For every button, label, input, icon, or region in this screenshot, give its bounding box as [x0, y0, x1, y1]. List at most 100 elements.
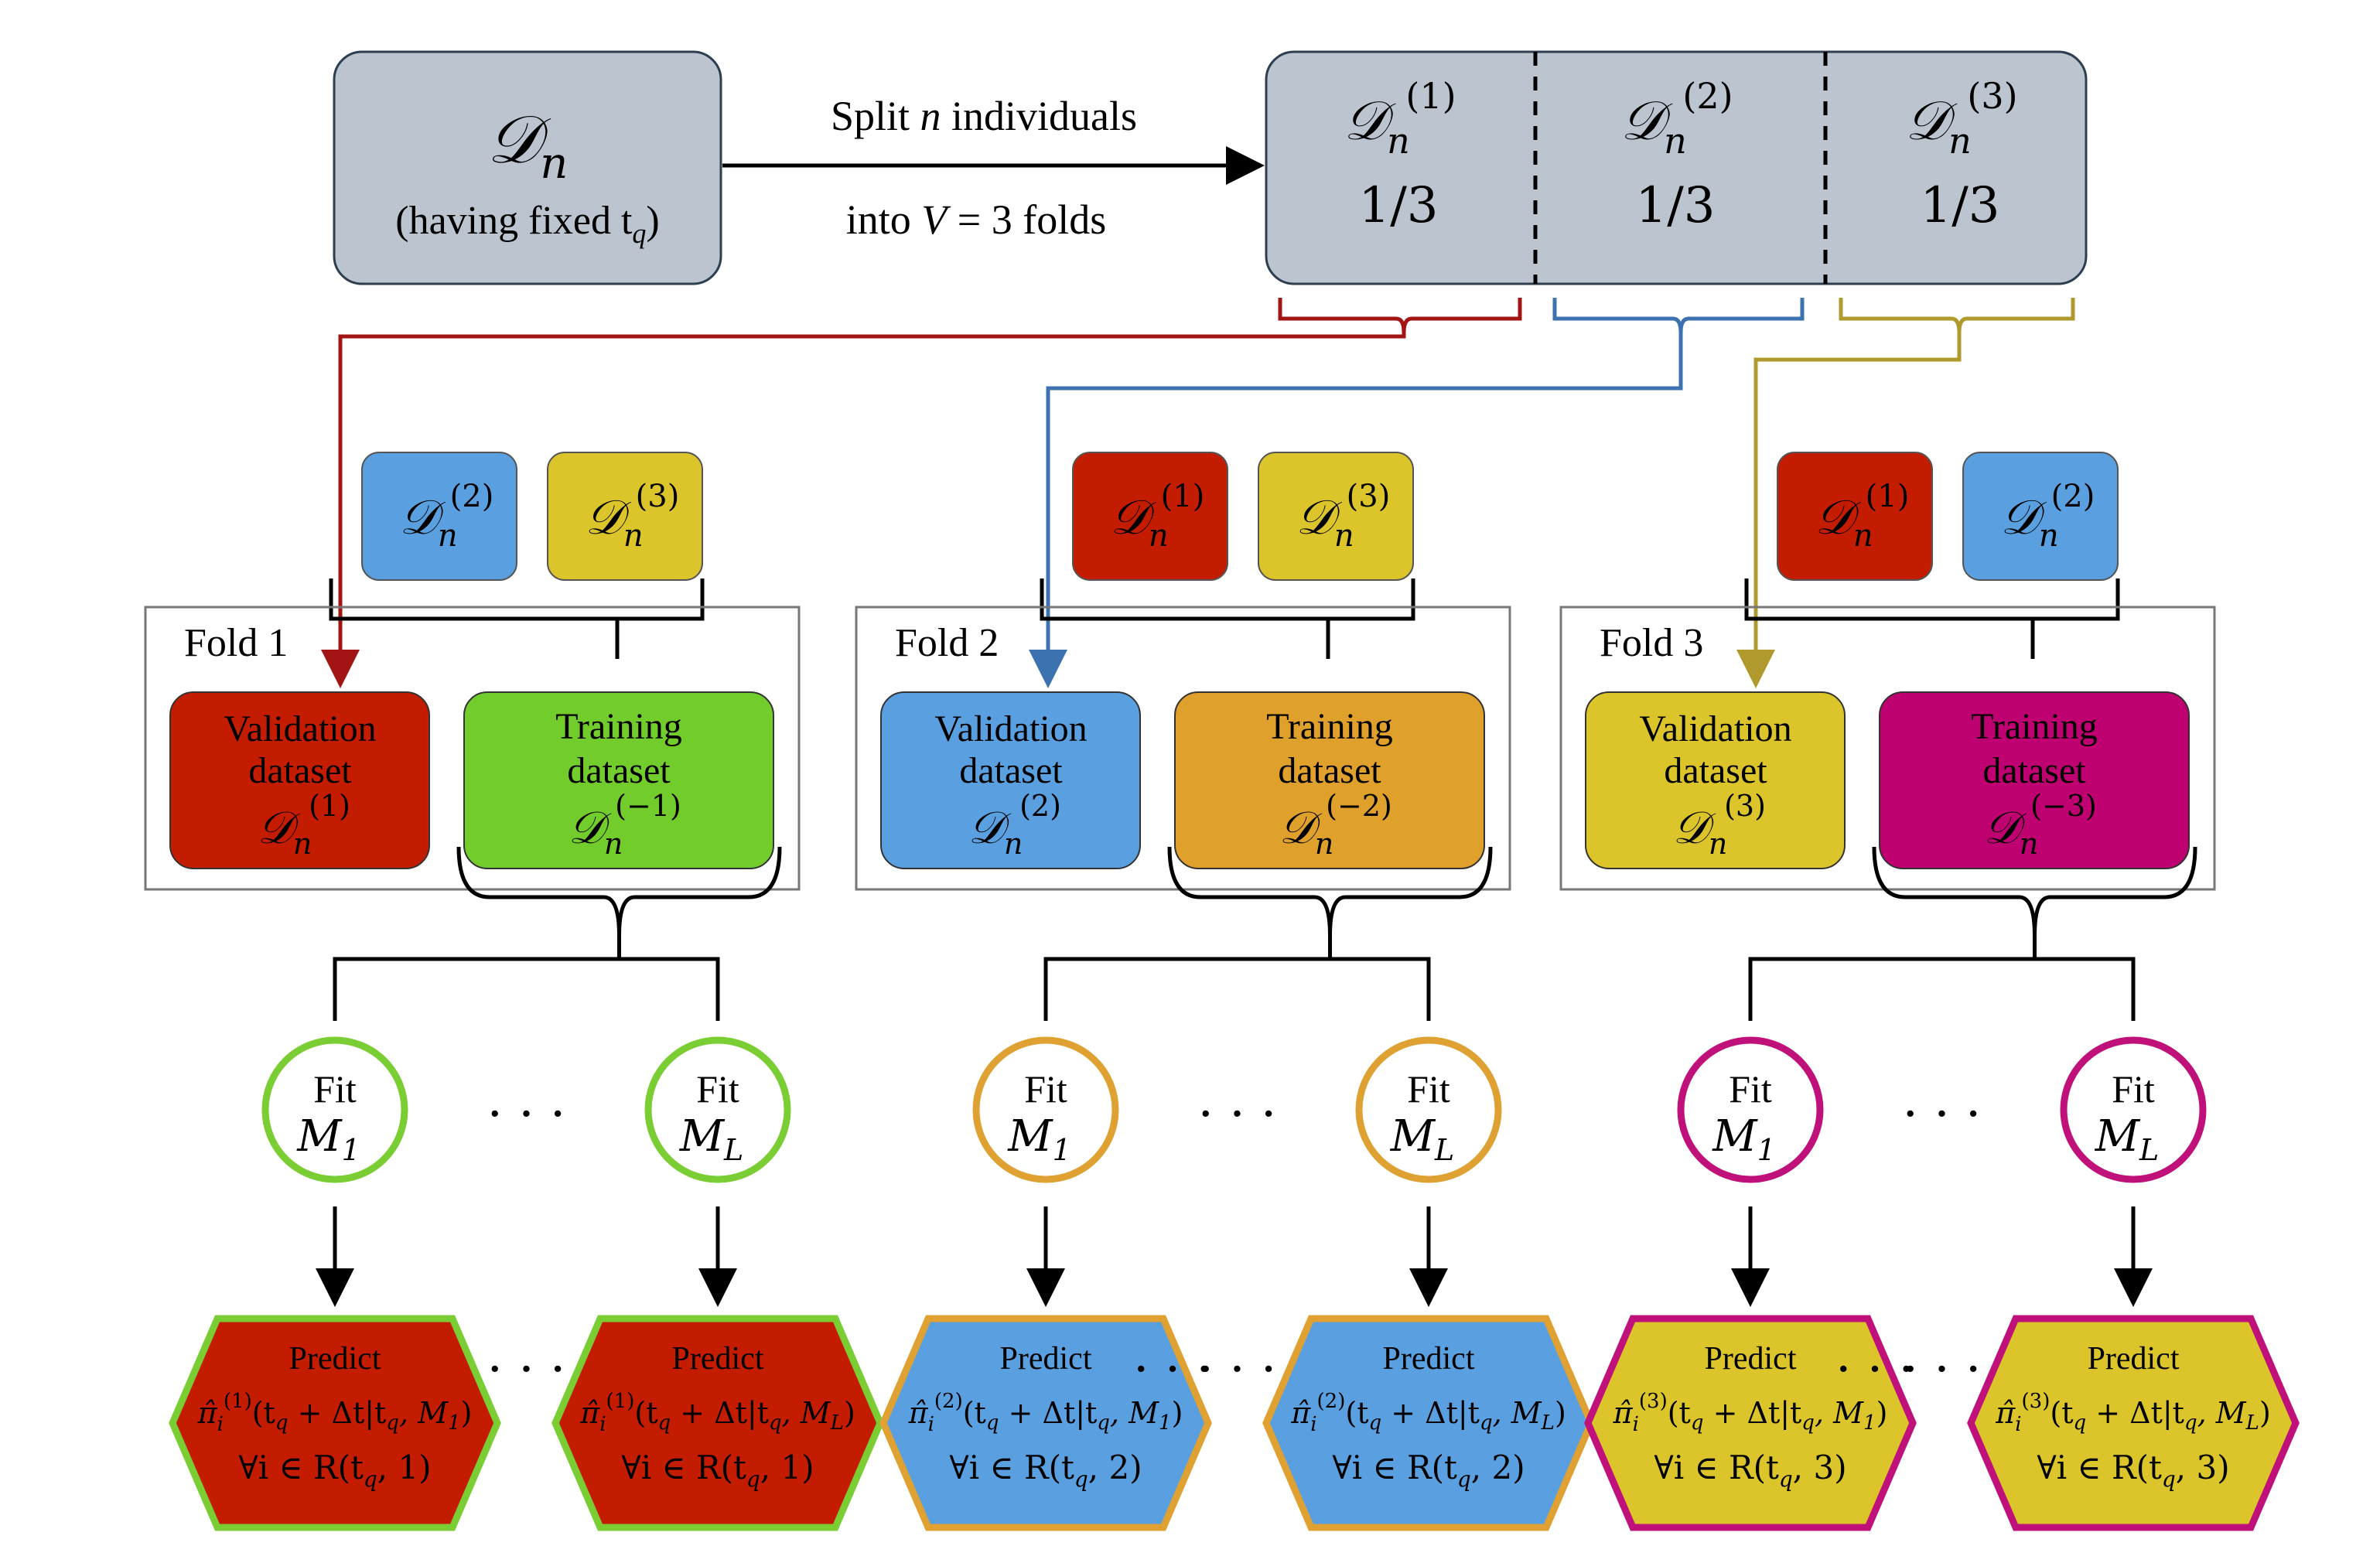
- svg-text:dataset: dataset: [959, 750, 1063, 791]
- svg-text:∀i ∈ R(tq, 2): ∀i ∈ R(tq, 2): [1332, 1449, 1525, 1492]
- svg-text:Training: Training: [1971, 706, 2098, 747]
- svg-text:dataset: dataset: [1664, 750, 1767, 791]
- source-caption-end: ): [646, 199, 659, 243]
- partition-3: 𝒟n (3) 1/3: [1905, 75, 2017, 234]
- svg-text:Fit: Fit: [1729, 1067, 1772, 1111]
- svg-text:dataset: dataset: [248, 750, 352, 791]
- svg-text:(1): (1): [1405, 75, 1456, 117]
- svg-text:M1: M1: [1007, 1111, 1071, 1167]
- fold-2-predict-ellipsis: · · ·: [1198, 1341, 1277, 1398]
- svg-text:Training: Training: [555, 706, 682, 747]
- svg-text:M1: M1: [296, 1111, 360, 1167]
- partition-1-brace: [1278, 298, 1522, 333]
- svg-text:Predict: Predict: [1000, 1341, 1092, 1377]
- svg-text:∀i ∈ R(tq, 1): ∀i ∈ R(tq, 1): [238, 1449, 431, 1492]
- fold-1-predict-right-hexagon: Predict π̂i(1)(tq + Δt|tq, ML) ∀i ∈ R(tq, …: [551, 1315, 884, 1531]
- fold-3-predict-right-hexagon: Predict π̂i(3)(tq + Δt|tq, ML) ∀i ∈ R(tq, …: [1967, 1315, 2300, 1531]
- svg-text:(−2): (−2): [1326, 789, 1392, 823]
- svg-text:∀i ∈ R(tq, 1): ∀i ∈ R(tq, 1): [621, 1449, 814, 1492]
- svg-text:(3): (3): [1347, 479, 1391, 514]
- fold-2-predict-left-hexagon: Predict π̂i(2)(tq + Δt|tq, M1) ∀i ∈ R(tq, …: [879, 1315, 1212, 1531]
- svg-text:dataset: dataset: [1982, 750, 2086, 791]
- svg-text:π̂i(1)(tq + Δt|tq, ML): π̂i(1)(tq + Δt|tq, ML): [579, 1390, 855, 1436]
- svg-text:Predict: Predict: [1705, 1341, 1797, 1377]
- svg-text:π̂i(3)(tq + Δt|tq, M1): π̂i(3)(tq + Δt|tq, M1): [1613, 1390, 1888, 1436]
- svg-text:dataset: dataset: [1278, 750, 1381, 791]
- svg-text:∀i ∈ R(tq, 3): ∀i ∈ R(tq, 3): [2037, 1449, 2229, 1492]
- svg-text:dataset: dataset: [567, 750, 671, 791]
- svg-text:1/3: 1/3: [1636, 177, 1716, 234]
- svg-text:Predict: Predict: [1383, 1341, 1475, 1377]
- fold-1-train-part-2: 𝒟n(3): [547, 452, 703, 581]
- svg-text:Fit: Fit: [1024, 1067, 1067, 1111]
- partition-2-brace: [1552, 298, 1805, 333]
- svg-text:π̂i(2)(tq + Δt|tq, ML): π̂i(2)(tq + Δt|tq, ML): [1290, 1390, 1566, 1436]
- fold-1-fit-ellipsis: · · ·: [487, 1086, 566, 1143]
- svg-text:π̂i(3)(tq + Δt|tq, ML): π̂i(3)(tq + Δt|tq, ML): [1995, 1390, 2271, 1436]
- fold-3-predict-ellipsis: · · ·: [1903, 1341, 1982, 1398]
- fold-3-fit-connector: [1748, 936, 2136, 1021]
- svg-text:(2): (2): [2051, 479, 2095, 514]
- fold-1: 𝒟n(2)𝒟n(3)Fold 1Validationdataset𝒟n(1)Tr…: [144, 452, 884, 1531]
- between-fold-ellipsis-right: · · ·: [1835, 1341, 1914, 1398]
- svg-text:𝒟n: 𝒟n: [1984, 801, 2039, 861]
- source-caption: (having fixed t: [395, 199, 633, 243]
- route-arrow-fold-3: [1736, 333, 1962, 688]
- route-arrow-fold-1: [321, 333, 1406, 688]
- svg-text:(−3): (−3): [2030, 789, 2097, 823]
- svg-text:ML: ML: [1390, 1111, 1455, 1167]
- svg-text:Predict: Predict: [672, 1341, 764, 1377]
- fold-3-train-part-2: 𝒟n(2): [1962, 452, 2119, 581]
- svg-text:Predict: Predict: [2088, 1341, 2180, 1377]
- fold-2-label: Fold 2: [895, 621, 999, 665]
- fold-2-fit-connector: [1043, 936, 1431, 1021]
- fold-3-predict-left-hexagon: Predict π̂i(3)(tq + Δt|tq, M1) ∀i ∈ R(tq, …: [1584, 1315, 1917, 1531]
- fold-3-label: Fold 3: [1600, 621, 1703, 665]
- svg-text:(2): (2): [1019, 789, 1061, 823]
- partition-3-brace: [1839, 298, 2075, 333]
- svg-text:(1): (1): [1866, 479, 1910, 514]
- fold-2: 𝒟n(1)𝒟n(3)Fold 2Validationdataset𝒟n(2)Tr…: [855, 452, 1595, 1531]
- svg-text:ML: ML: [2095, 1111, 2160, 1167]
- split-label-line2: into V = 3 folds: [846, 196, 1106, 243]
- svg-text:(2): (2): [1682, 75, 1733, 117]
- svg-text:(1): (1): [1161, 479, 1205, 514]
- svg-text:∀i ∈ R(tq, 2): ∀i ∈ R(tq, 2): [949, 1449, 1142, 1492]
- svg-text:(3): (3): [1967, 75, 2017, 117]
- fold-1-label: Fold 1: [184, 621, 288, 665]
- svg-text:1/3: 1/3: [1359, 177, 1439, 234]
- fold-2-train-part-1: 𝒟n(1): [1072, 452, 1228, 581]
- svg-text:Predict: Predict: [289, 1341, 381, 1377]
- svg-text:(having fixed tq): (having fixed tq): [395, 199, 659, 249]
- svg-text:(1): (1): [309, 789, 350, 823]
- svg-text:π̂i(2)(tq + Δt|tq, M1): π̂i(2)(tq + Δt|tq, M1): [908, 1390, 1183, 1436]
- svg-text:1/3: 1/3: [1921, 177, 2000, 234]
- fold-1-train-part-1: 𝒟n(2): [361, 452, 517, 581]
- fold-2-chip-bracket: [1040, 578, 1415, 659]
- svg-text:ML: ML: [679, 1111, 744, 1167]
- fold-3-chip-bracket: [1744, 578, 2120, 659]
- svg-text:Validation: Validation: [934, 708, 1087, 749]
- svg-text:Fit: Fit: [696, 1067, 739, 1111]
- svg-text:Validation: Validation: [1639, 708, 1791, 749]
- svg-text:(3): (3): [636, 479, 680, 514]
- between-fold-ellipsis-left: · · ·: [1133, 1341, 1212, 1398]
- fold-3-train-part-1: 𝒟n(1): [1777, 452, 1933, 581]
- fold-3-fit-ellipsis: · · ·: [1903, 1086, 1982, 1143]
- fold-3: 𝒟n(1)𝒟n(2)Fold 3Validationdataset𝒟n(3)Tr…: [1559, 452, 2300, 1531]
- source-caption-sub: q: [632, 218, 646, 249]
- svg-text:∀i ∈ R(tq, 3): ∀i ∈ R(tq, 3): [1654, 1449, 1846, 1492]
